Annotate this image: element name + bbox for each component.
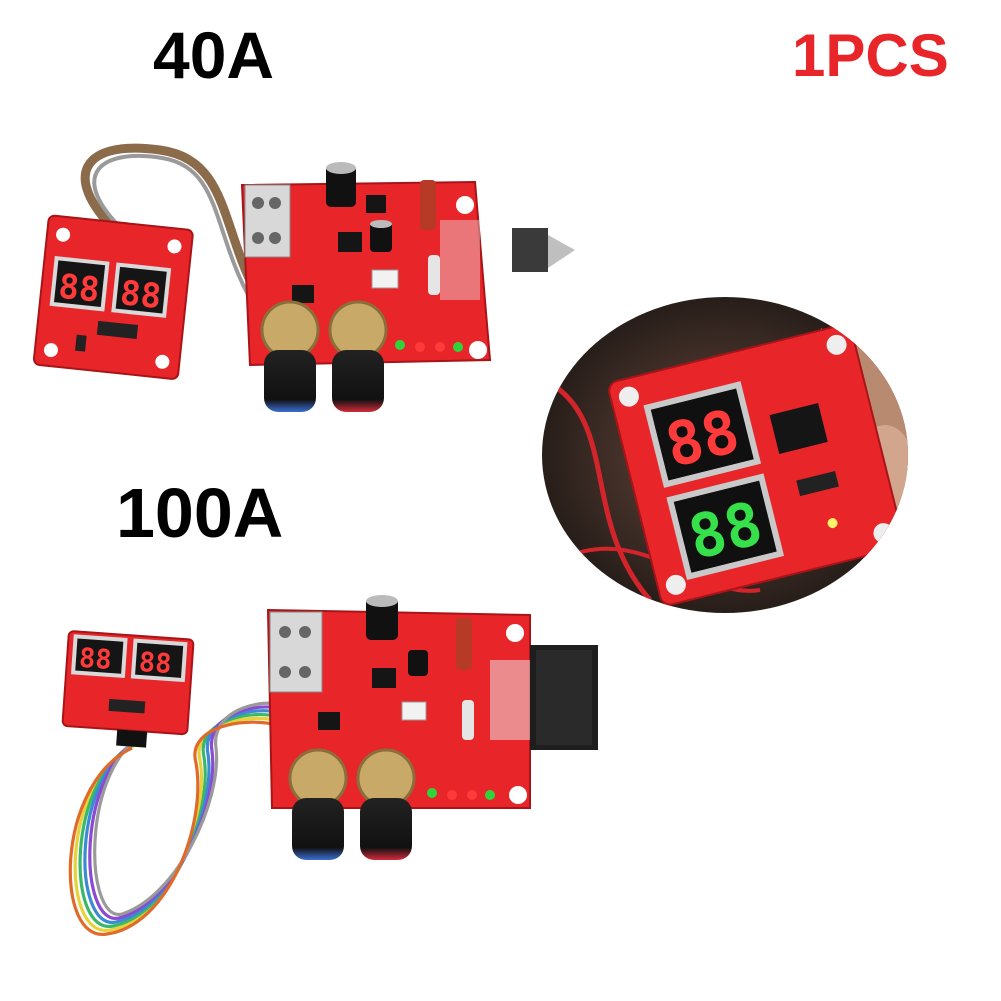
svg-text:88: 88: [659, 396, 746, 481]
main-board-100a: [266, 595, 598, 860]
label-40a: 40A: [153, 18, 275, 92]
label-1pcs: 1PCS: [792, 22, 949, 89]
display-board-40a: 88 88: [32, 214, 194, 380]
svg-text:88: 88: [78, 643, 113, 676]
label-100a: 100A: [116, 474, 284, 552]
display-closeup: 88 88: [542, 297, 908, 613]
svg-text:88: 88: [118, 273, 163, 317]
svg-text:88: 88: [138, 647, 173, 680]
svg-text:88: 88: [57, 267, 102, 311]
board-40a-group: 88 88: [32, 143, 575, 412]
board-100a-group: 88 88: [61, 595, 598, 936]
svg-text:88: 88: [682, 489, 769, 574]
display-board-100a: 88 88: [61, 630, 195, 748]
main-board-40a: [240, 162, 575, 412]
